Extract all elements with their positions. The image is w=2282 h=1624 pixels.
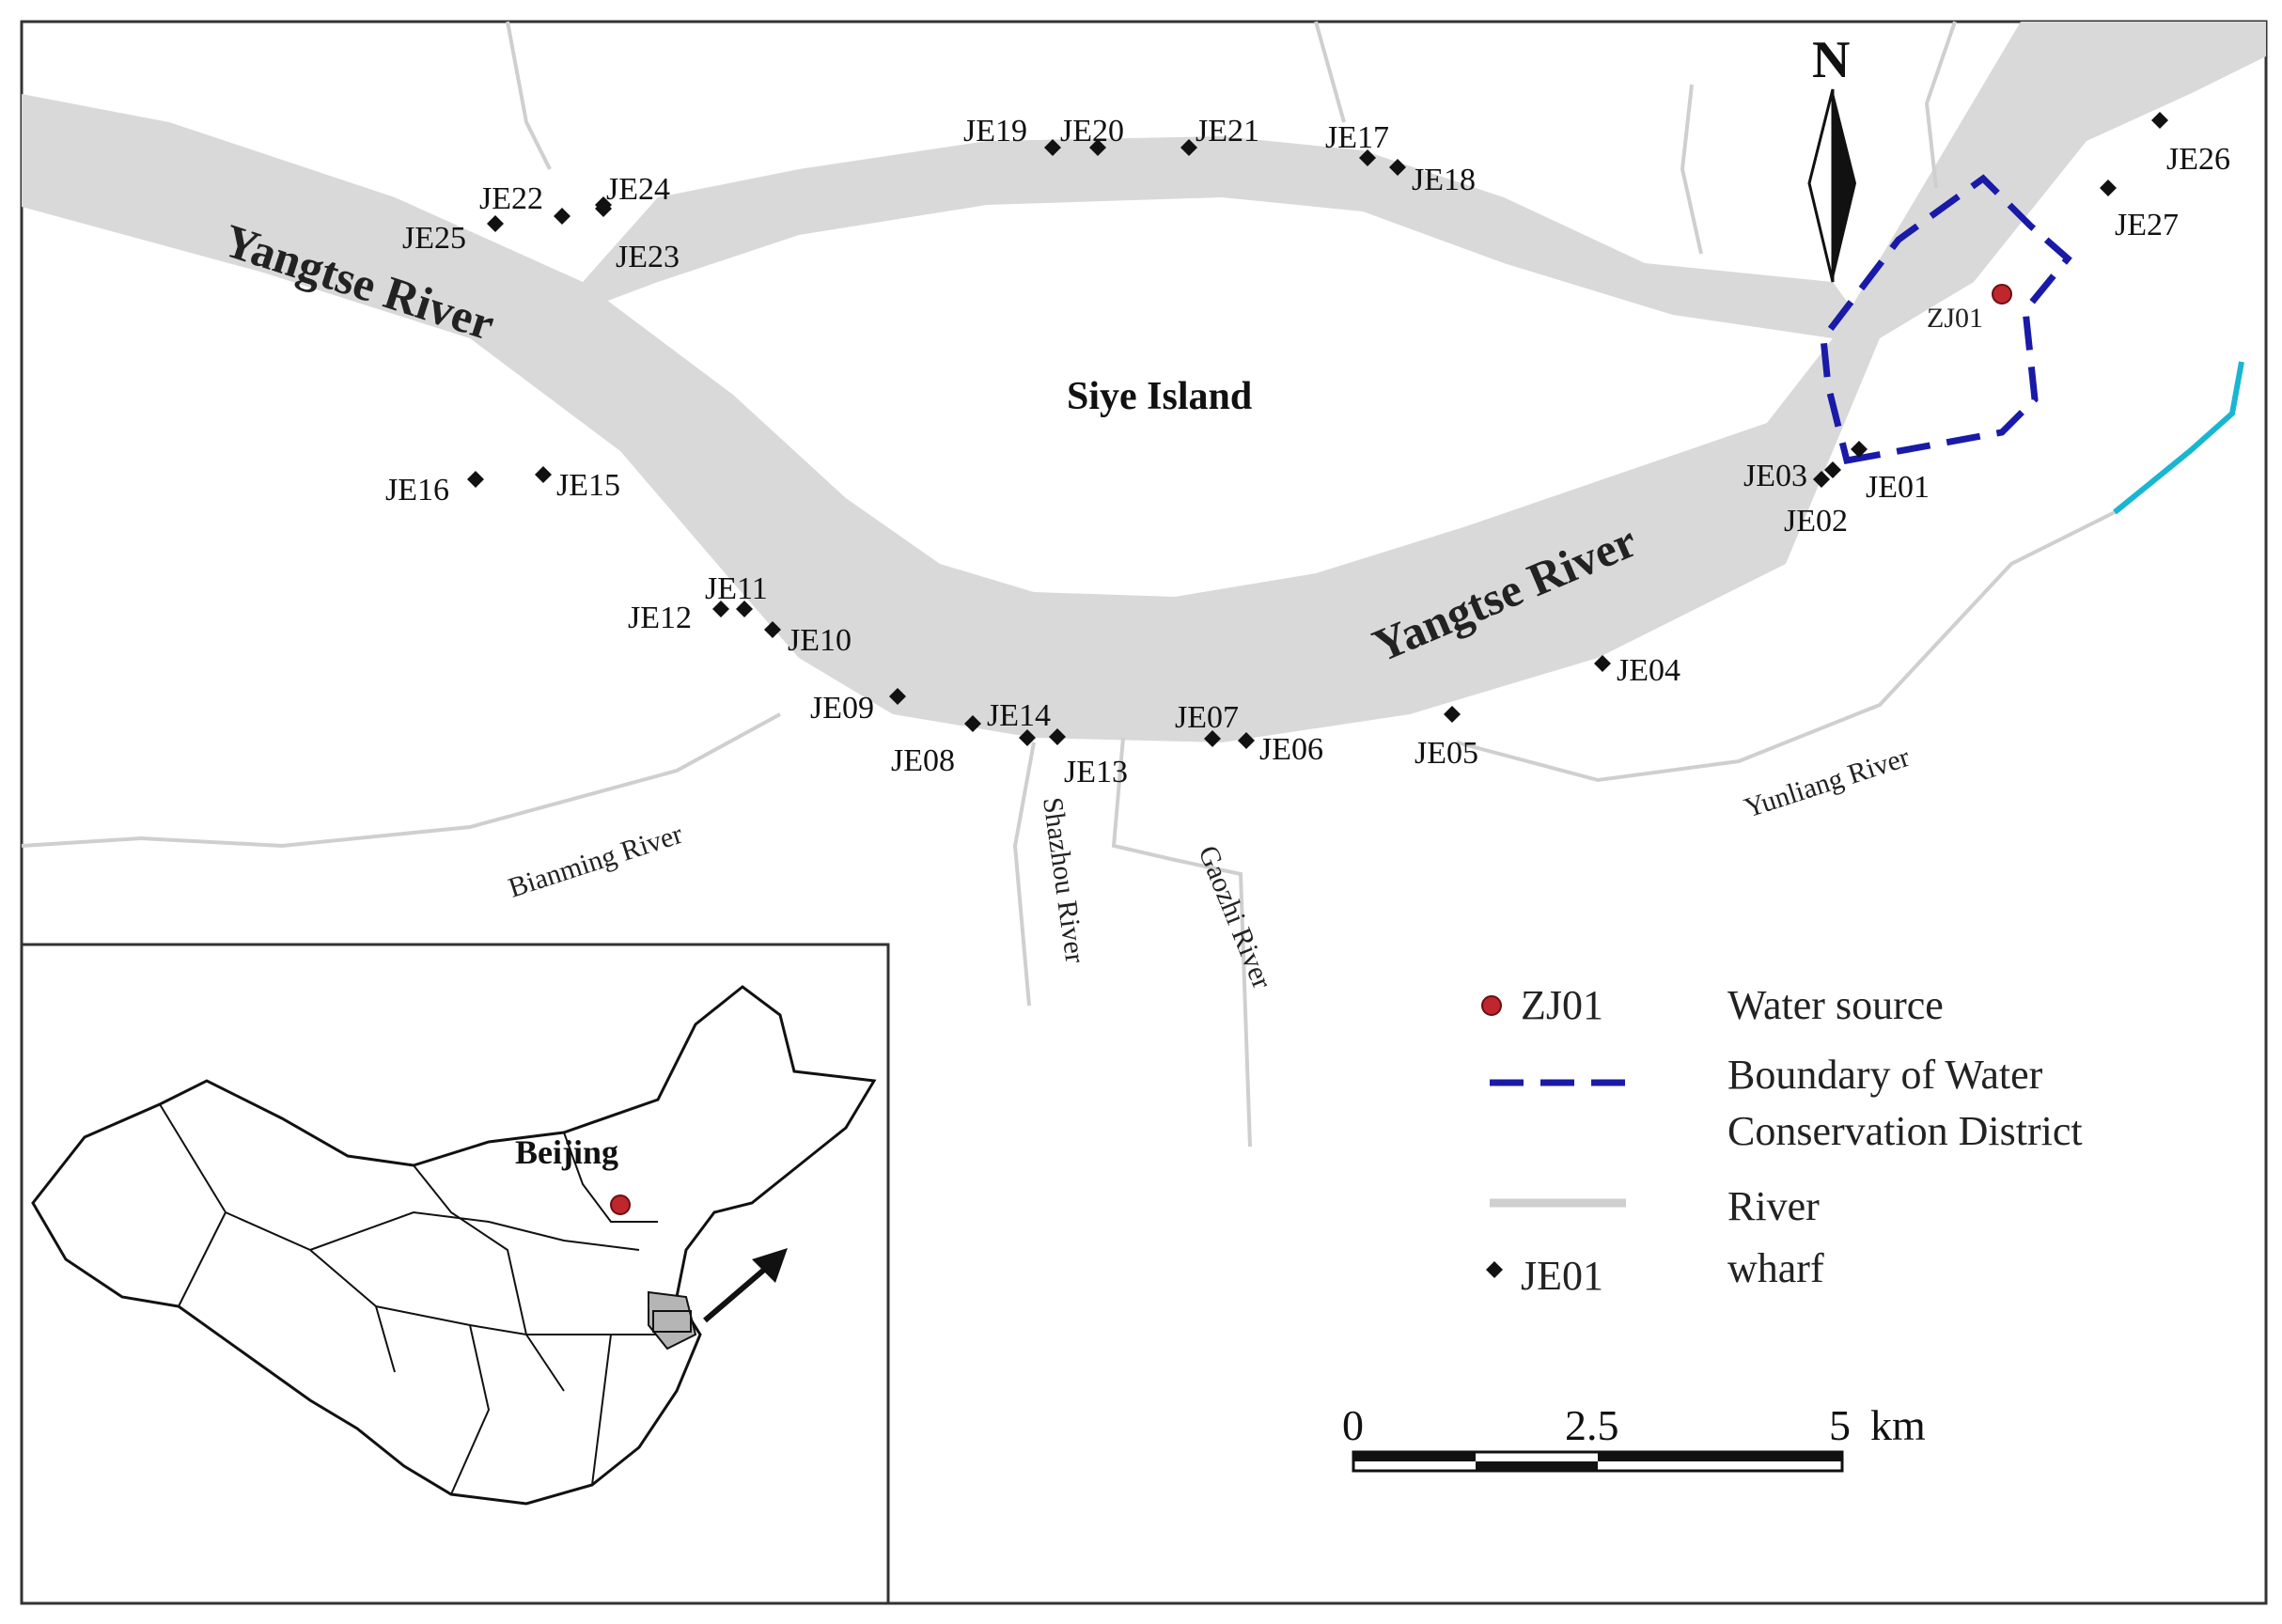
water-source-label: ZJ01 <box>1927 303 1983 334</box>
wharf-marker-je13 <box>1049 728 1066 745</box>
wharf-label-je26: JE26 <box>2166 142 2230 177</box>
wharf-marker-je06 <box>1238 732 1255 749</box>
wharf-label-je19: JE19 <box>963 114 1027 148</box>
wharf-label-je23: JE23 <box>616 240 680 274</box>
study-area-highlight <box>648 1290 697 1351</box>
study-area-box <box>652 1310 692 1333</box>
wharf-marker-je16 <box>467 471 484 488</box>
water-source-point <box>1992 284 2012 304</box>
wharf-marker-je05 <box>1444 706 1461 723</box>
scale-bar: 0 2.5 5 km <box>1342 1401 1926 1473</box>
yangtse-river-channel <box>22 22 2266 742</box>
wharf-marker-je12 <box>712 601 729 617</box>
wharf-marker-je03 <box>1813 471 1830 488</box>
inset-map: Beijing <box>20 943 890 1605</box>
wharf-label-je21: JE21 <box>1196 114 1259 148</box>
wharf-marker-je21 <box>1180 139 1197 156</box>
wharf-label-je22: JE22 <box>479 181 543 216</box>
wharf-label-je15: JE15 <box>556 468 620 503</box>
wharf-marker-je20 <box>1089 139 1106 156</box>
legend-boundary-line2: Conservation District <box>1727 1108 2083 1154</box>
wharf-marker-je11 <box>736 601 753 617</box>
north-arrow: N <box>1807 31 1856 283</box>
wharf-label-je10: JE10 <box>788 623 852 658</box>
wharf-marker-je01 <box>1851 441 1868 458</box>
legend-water-source-label: Water source <box>1727 982 1944 1028</box>
wharf-marker-je17 <box>1359 149 1376 166</box>
wharf-label-je06: JE06 <box>1259 732 1323 767</box>
wharf-label-je25: JE25 <box>402 221 466 256</box>
wharf-label-je01: JE01 <box>1866 470 1930 505</box>
wharf-label-je20: JE20 <box>1060 114 1124 148</box>
wharf-label-je09: JE09 <box>810 691 874 726</box>
wharf-marker-je08 <box>964 715 981 732</box>
legend-wharf-symbol <box>1486 1261 1503 1278</box>
scale-tick-2-5: 2.5 <box>1565 1401 1619 1449</box>
scale-unit: km <box>1870 1401 1926 1449</box>
wharf-label-je16: JE16 <box>385 473 449 508</box>
wharf-marker-je19 <box>1044 139 1061 156</box>
legend-wharf-sample: JE01 <box>1521 1253 1603 1299</box>
wharf-label-je03: JE03 <box>1743 459 1807 493</box>
beijing-marker <box>610 1195 631 1215</box>
legend-wharf-label: wharf <box>1727 1245 1824 1291</box>
wharf-marker-je02 <box>1824 461 1841 478</box>
wharf-label-je24: JE24 <box>606 172 670 207</box>
wharf-label-je04: JE04 <box>1617 653 1680 688</box>
wharf-marker-je18 <box>1389 159 1406 176</box>
legend-boundary-line1: Boundary of Water <box>1727 1052 2043 1098</box>
wharf-label-je27: JE27 <box>2115 208 2179 242</box>
wharf-label-je11: JE11 <box>705 571 768 606</box>
wharf-marker-je10 <box>764 621 781 638</box>
wharf-label-je07: JE07 <box>1175 700 1239 735</box>
province-lines <box>159 1103 677 1495</box>
canal-line <box>2113 361 2244 515</box>
map-legend: ZJ01 Water source Boundary of Water Cons… <box>1481 982 2083 1299</box>
beijing-label: Beijing <box>515 1133 618 1171</box>
legend-water-source-sample: ZJ01 <box>1521 982 1603 1028</box>
scale-tick-5: 5 <box>1829 1401 1851 1449</box>
water-conservation-boundary <box>1820 174 2072 465</box>
wharf-label-je12: JE12 <box>628 601 692 635</box>
china-outline <box>31 985 877 1506</box>
wharf-marker-je27 <box>2100 180 2117 196</box>
wharf-label-je17: JE17 <box>1325 120 1389 155</box>
wharf-marker-je04 <box>1594 655 1611 672</box>
wharf-marker-je24 <box>595 196 612 213</box>
wharf-label-je05: JE05 <box>1415 736 1478 771</box>
wharf-label-je08: JE08 <box>891 743 955 778</box>
north-label: N <box>1812 31 1850 89</box>
inset-arrowhead <box>752 1248 788 1283</box>
wharf-marker-je25 <box>487 215 504 232</box>
wharf-label-je14: JE14 <box>987 698 1051 733</box>
wharf-marker-je09 <box>889 688 906 705</box>
inset-arrow <box>703 1261 773 1323</box>
wharf-marker-je26 <box>2151 112 2168 129</box>
wharf-marker-je22 <box>554 208 570 225</box>
wharf-label-je13: JE13 <box>1064 755 1128 789</box>
siye-island-label: Siye Island <box>1067 375 1252 418</box>
yangtse-north-branch <box>583 136 1870 338</box>
scale-tick-0: 0 <box>1342 1401 1364 1449</box>
wharf-marker-je14 <box>1019 729 1036 746</box>
wharf-label-je18: JE18 <box>1412 163 1476 197</box>
legend-water-source-symbol <box>1481 995 1502 1016</box>
wharf-marker-je07 <box>1204 730 1221 747</box>
wharf-label-je02: JE02 <box>1784 504 1848 539</box>
legend-river-label: River <box>1727 1183 1820 1229</box>
wharf-marker-je15 <box>535 466 552 483</box>
